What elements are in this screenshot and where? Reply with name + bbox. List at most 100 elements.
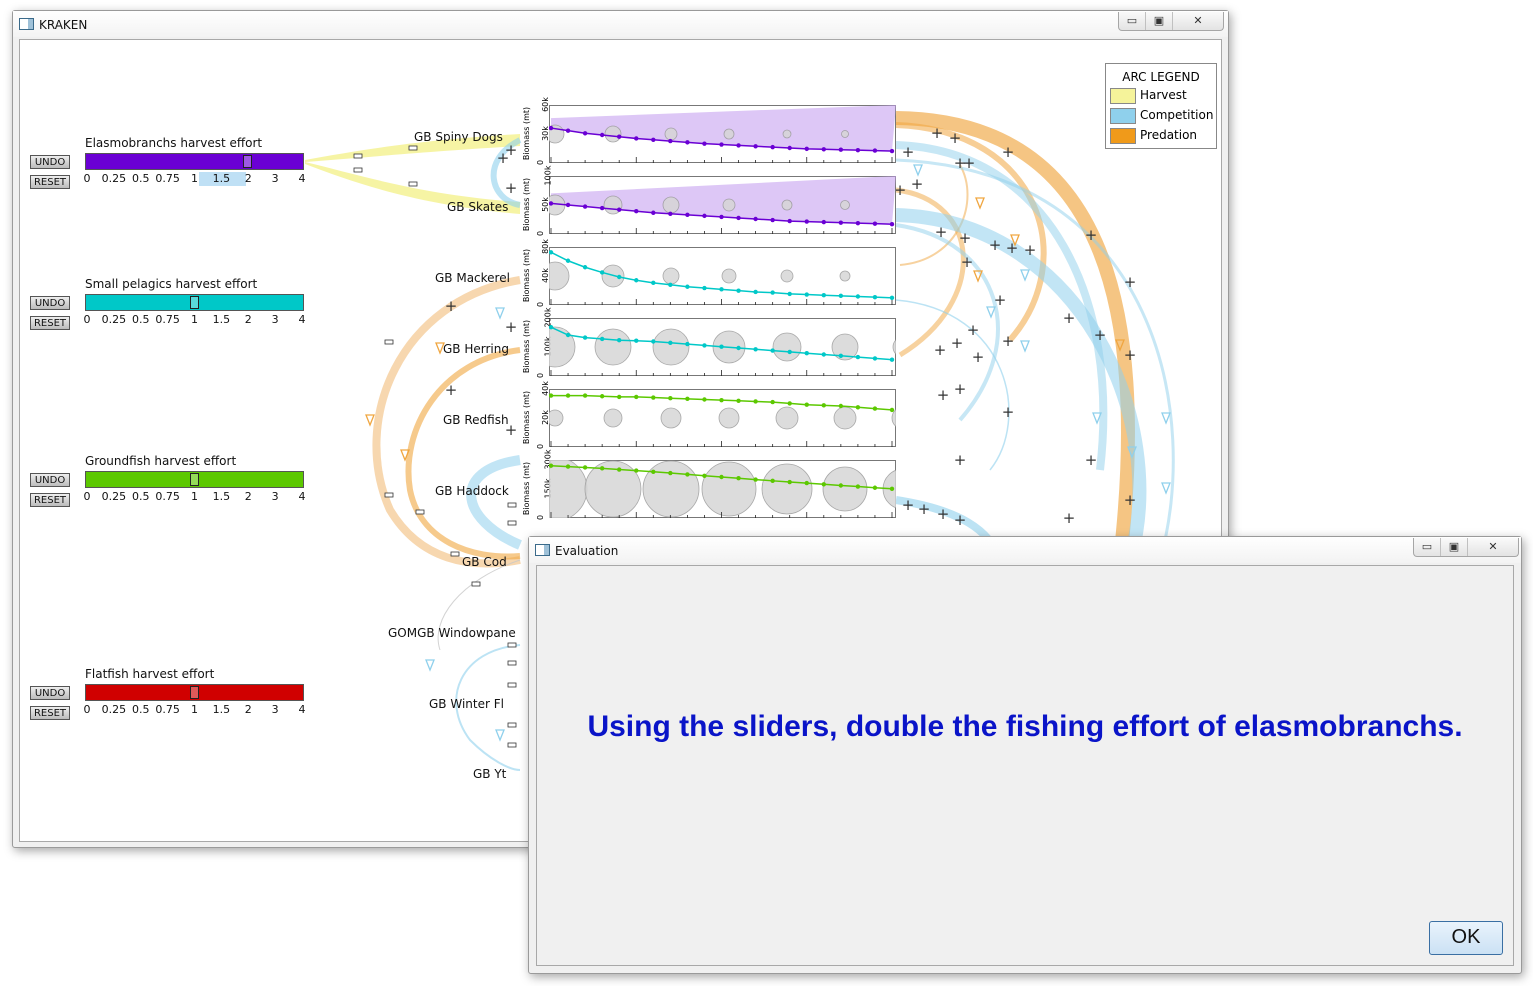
- dialog-titlebar[interactable]: Evaluation ▭ ▣ ✕: [529, 537, 1521, 563]
- biomass-point: [821, 147, 826, 152]
- biomass-point: [889, 407, 895, 413]
- interaction-plus-marker: +: [1124, 346, 1137, 364]
- slider-knob[interactable]: [189, 686, 199, 699]
- biomass-point: [719, 397, 724, 403]
- y-tick-label: 0: [536, 372, 546, 379]
- biomass-point: [617, 274, 622, 280]
- catch-bubble: [549, 409, 564, 427]
- close-icon[interactable]: ✕: [1488, 540, 1498, 553]
- slider-tick-label: 3: [271, 172, 279, 185]
- species-label[interactable]: GB Skates: [447, 200, 509, 214]
- harvest-effort-slider[interactable]: [85, 294, 304, 311]
- reset-button[interactable]: RESET: [30, 175, 70, 189]
- undo-button[interactable]: UNDO: [30, 296, 70, 310]
- main-titlebar[interactable]: KRAKEN ▭ ▣ ✕: [13, 11, 1228, 37]
- biomass-point: [889, 486, 895, 491]
- arc-node-marker: [384, 492, 394, 498]
- biomass-point: [753, 144, 758, 149]
- dialog-app-icon: [535, 544, 550, 556]
- y-tick-label: 0: [536, 443, 546, 450]
- biomass-point: [634, 468, 639, 473]
- species-label[interactable]: GB Herring: [443, 342, 509, 356]
- interaction-plus-marker: +: [445, 297, 458, 315]
- biomass-point: [719, 344, 724, 349]
- legend-label: Competition: [1140, 108, 1214, 122]
- biomass-point: [821, 293, 826, 298]
- biomass-point: [668, 396, 673, 401]
- undo-button[interactable]: UNDO: [30, 686, 70, 700]
- biomass-point: [889, 222, 895, 227]
- reset-button[interactable]: RESET: [30, 316, 70, 330]
- species-label[interactable]: GOMGB Windowpane: [388, 626, 516, 640]
- catch-bubble: [652, 328, 690, 366]
- interaction-plus-marker: +: [1002, 143, 1015, 161]
- biomass-point: [634, 338, 639, 343]
- reset-button[interactable]: RESET: [30, 493, 70, 507]
- slider-knob[interactable]: [189, 296, 199, 309]
- slider-tick-label: 0.75: [155, 313, 180, 326]
- slider-tick-label: 1.5: [212, 313, 231, 326]
- species-label[interactable]: GB Mackerel: [435, 271, 510, 285]
- biomass-point: [804, 402, 809, 407]
- species-label[interactable]: GB Spiny Dogs: [414, 130, 503, 144]
- biomass-point: [719, 474, 724, 480]
- species-label[interactable]: GB Winter Fl: [429, 697, 504, 711]
- biomass-point: [770, 217, 775, 223]
- competition-arc: [455, 644, 521, 771]
- biomass-point: [804, 146, 809, 152]
- slider-tick-label: 0: [83, 703, 91, 716]
- slider-tick-label: 0: [83, 313, 91, 326]
- interaction-arrow-marker: [973, 270, 983, 283]
- slider-tick-label: 2: [244, 313, 252, 326]
- competition-arc: [895, 141, 1108, 471]
- arc-node-marker: [507, 722, 517, 728]
- slider-tick-label: 2: [244, 703, 252, 716]
- slider-tick-label: 0.75: [155, 490, 180, 503]
- slider-knob[interactable]: [189, 473, 199, 486]
- slider-tick-label: 3: [271, 313, 279, 326]
- biomass-point: [753, 289, 758, 295]
- maximize-icon[interactable]: ▣: [1146, 12, 1173, 30]
- undo-button[interactable]: UNDO: [30, 473, 70, 487]
- biomass-point: [855, 294, 861, 299]
- maximize-icon[interactable]: ▣: [1441, 538, 1468, 556]
- close-icon[interactable]: ✕: [1193, 14, 1203, 27]
- slider-knob[interactable]: [243, 155, 253, 168]
- biomass-point: [582, 335, 588, 340]
- species-label[interactable]: GB Cod: [462, 555, 507, 569]
- ok-button[interactable]: OK: [1429, 921, 1503, 955]
- catch-bubble: [594, 328, 632, 366]
- arc-node-marker: [450, 551, 460, 557]
- harvest-effort-slider[interactable]: [85, 684, 304, 701]
- species-label[interactable]: GB Redfish: [443, 413, 509, 427]
- species-label[interactable]: GB Haddock: [435, 484, 509, 498]
- harvest-effort-slider[interactable]: [85, 153, 304, 170]
- biomass-point: [582, 265, 588, 270]
- biomass-point: [753, 399, 758, 404]
- dialog-window-controls: ▭ ▣ ✕: [1413, 538, 1519, 557]
- competition-arc: [895, 299, 1010, 471]
- biomass-point: [889, 148, 895, 154]
- minimize-icon[interactable]: ▭: [1119, 12, 1146, 30]
- slider-tick-label: 1.5: [212, 703, 231, 716]
- interaction-plus-marker: +: [963, 154, 976, 172]
- biomass-point: [668, 470, 673, 476]
- biomass-point: [855, 220, 861, 226]
- reset-button[interactable]: RESET: [30, 706, 70, 720]
- harvest-effort-slider[interactable]: [85, 471, 304, 488]
- interaction-arrow-marker: [1092, 412, 1102, 425]
- competition-arc: [895, 158, 1175, 561]
- biomass-point: [565, 128, 571, 133]
- undo-button[interactable]: UNDO: [30, 155, 70, 169]
- interaction-plus-marker: +: [937, 386, 950, 404]
- interaction-plus-marker: +: [972, 348, 985, 366]
- catch-bubble: [831, 333, 859, 361]
- biomass-point: [838, 220, 844, 225]
- biomass-point: [617, 338, 622, 343]
- biomass-point: [838, 403, 844, 409]
- biomass-point: [838, 293, 844, 299]
- slider-tick-label: 0.75: [155, 703, 180, 716]
- minimize-icon[interactable]: ▭: [1414, 538, 1441, 556]
- species-label[interactable]: GB Yt: [473, 767, 507, 781]
- interaction-plus-marker: +: [954, 451, 967, 469]
